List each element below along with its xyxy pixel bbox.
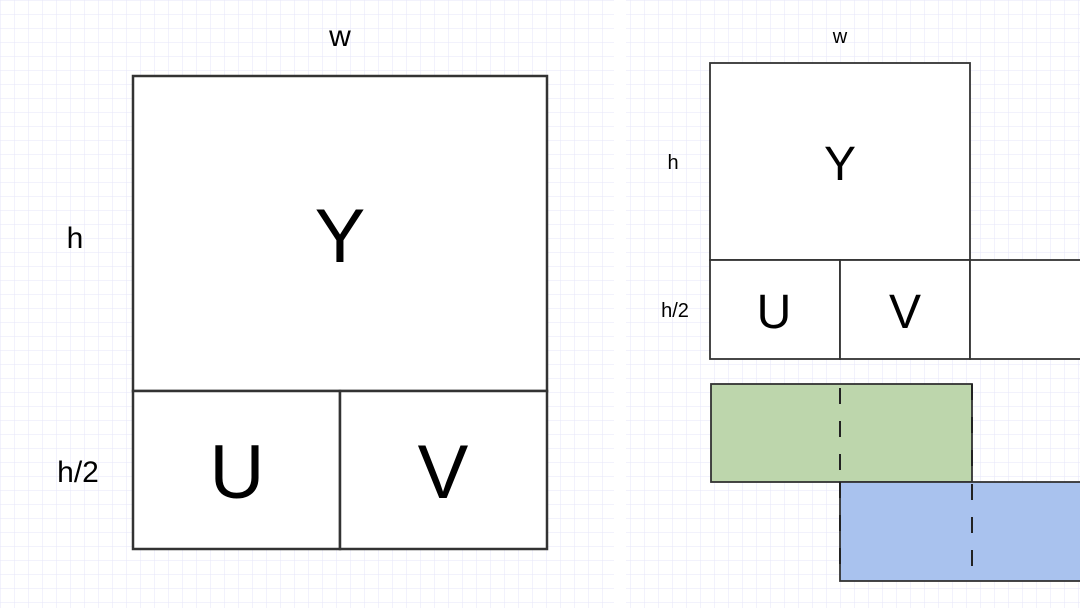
y-label: Y bbox=[315, 194, 366, 279]
u-plane bbox=[709, 259, 841, 360]
v-label: V bbox=[889, 286, 921, 339]
height-label: h bbox=[667, 152, 678, 174]
width-label: w bbox=[328, 20, 351, 53]
y-plane bbox=[709, 62, 971, 261]
right-layout: w h h/2 Y U V bbox=[661, 26, 1080, 582]
v-plane bbox=[338, 389, 549, 551]
y-label: Y bbox=[824, 138, 856, 191]
half-height-label: h/2 bbox=[661, 300, 689, 322]
green-block bbox=[710, 383, 973, 483]
u-label: U bbox=[210, 430, 265, 515]
extra-plane bbox=[969, 259, 1080, 360]
width-label: w bbox=[832, 26, 848, 48]
blue-block bbox=[839, 481, 1080, 582]
u-label: U bbox=[757, 286, 792, 339]
v-plane bbox=[839, 259, 971, 360]
left-layout: w h h/2 Y U V bbox=[57, 20, 549, 551]
half-height-label: h/2 bbox=[57, 456, 99, 489]
v-label: V bbox=[418, 430, 469, 515]
height-label: h bbox=[67, 222, 84, 255]
